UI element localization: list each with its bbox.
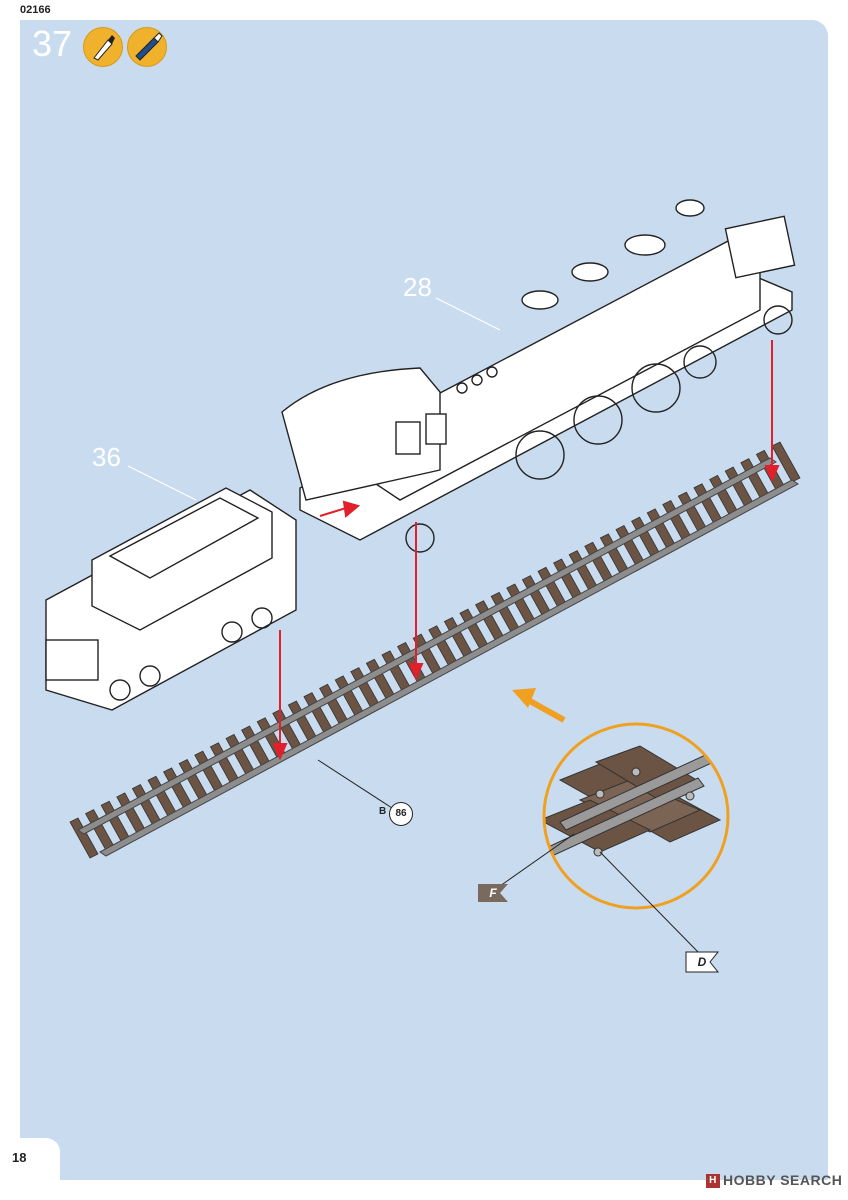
paint-brush-icon bbox=[127, 27, 167, 67]
part-label-tender: 36 bbox=[92, 442, 121, 472]
leader-28 bbox=[435, 297, 501, 331]
rail-right bbox=[99, 479, 799, 857]
detail-magnifier bbox=[499, 722, 730, 955]
assembly-arrows bbox=[272, 340, 780, 761]
part-label-locomotive: 28 bbox=[403, 272, 432, 302]
glue-icon bbox=[83, 27, 123, 67]
flag-d-shape bbox=[685, 951, 720, 973]
track-sleeper bbox=[69, 817, 99, 859]
flag-f-shape bbox=[478, 884, 508, 902]
detail-flag-f: F bbox=[489, 886, 497, 900]
page-number: 18 bbox=[12, 1150, 27, 1165]
track-sleeper bbox=[771, 441, 801, 483]
kit-code: 02166 bbox=[20, 4, 51, 16]
detail-pointer-arrow bbox=[512, 688, 566, 723]
page-number-tab: 18 bbox=[0, 1138, 60, 1180]
locomotive-body bbox=[281, 199, 796, 553]
step-number: 37 bbox=[32, 23, 73, 64]
hobby-search-logo-icon: H bbox=[706, 1174, 720, 1189]
sprue-letter: B bbox=[379, 806, 387, 817]
tender-body bbox=[45, 487, 297, 711]
leader-36 bbox=[127, 465, 197, 501]
leader-track bbox=[317, 759, 393, 809]
rail-left bbox=[77, 457, 777, 835]
watermark-text: HOBBY SEARCH bbox=[723, 1172, 843, 1188]
detail-flag-d: D bbox=[697, 955, 707, 969]
part-number-circle: 86 bbox=[389, 802, 413, 826]
track-sleepers bbox=[69, 441, 801, 859]
track-assembly bbox=[69, 441, 801, 859]
